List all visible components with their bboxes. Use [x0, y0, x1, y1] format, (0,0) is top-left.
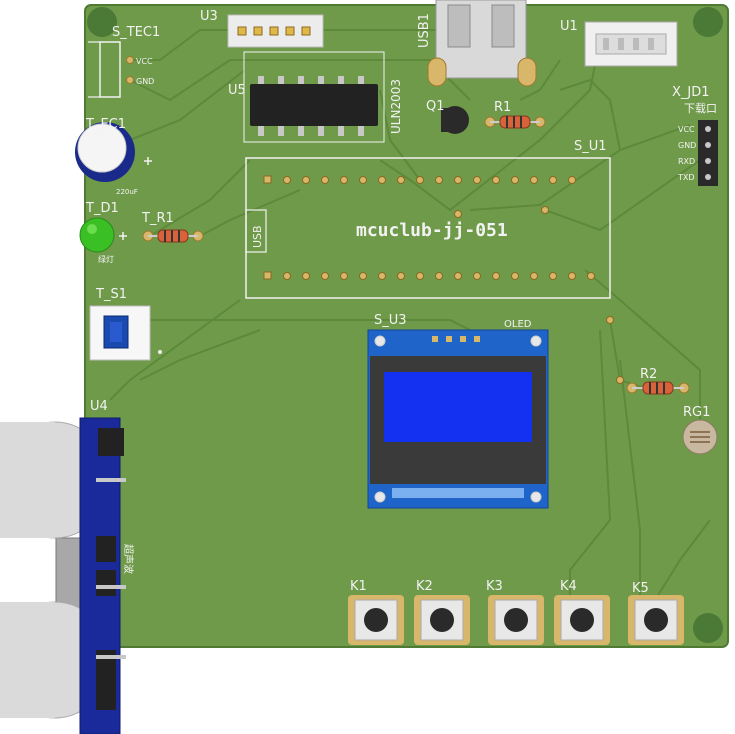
- r1-label: R1: [494, 100, 511, 115]
- s-tec1-outline: [99, 41, 121, 98]
- key-k1-label: K1: [350, 579, 367, 594]
- mount-hole-tr: [693, 7, 723, 37]
- s-u1-extra-vias: [454, 206, 549, 218]
- s-u3-label: S_U3: [374, 313, 407, 328]
- u1-label: U1: [560, 19, 578, 34]
- s-u1-pins-bottom: [263, 271, 595, 280]
- uln-label: ULN2003: [389, 79, 403, 134]
- u5-label: U5: [228, 83, 246, 98]
- mount-hole-tl: [87, 7, 117, 37]
- jd-pin-gnd: GND: [678, 141, 696, 150]
- jd-pin-rxd: RXD: [678, 157, 695, 166]
- key-k4-label: K4: [560, 579, 577, 594]
- u3-pins: [237, 26, 311, 36]
- key-k3-label: K3: [486, 579, 503, 594]
- mount-hole-br: [693, 613, 723, 643]
- ultrasonic-label: 超声波: [122, 544, 135, 574]
- x-jd1-label: X_JD1: [672, 85, 710, 100]
- jd-pin-txd: TXD: [677, 173, 695, 182]
- s-tec1-pad-1: [126, 56, 134, 64]
- u4-ultrasonic-sensor: [0, 417, 126, 734]
- x-jd1-header: [698, 120, 718, 186]
- t-d1-label: T_D1: [85, 201, 119, 216]
- s-tec1-pad-2: [126, 76, 134, 84]
- s-u1-label: S_U1: [574, 139, 607, 154]
- u3-label: U3: [200, 9, 218, 24]
- usb1-pad-right: [517, 57, 537, 87]
- jd-pin-vcc: VCC: [678, 125, 695, 134]
- gnd-label: GND: [136, 77, 154, 86]
- usb1-pad-left: [427, 57, 447, 87]
- oled-screen: [384, 372, 532, 442]
- u5-ic-body: [250, 84, 378, 126]
- led-note-label: 绿灯: [98, 254, 114, 264]
- key-k2[interactable]: [414, 595, 470, 645]
- t-r1-label: T_R1: [141, 211, 174, 226]
- board-title: mcuclub-jj-051: [356, 220, 508, 241]
- cap-value-label: 220uF: [116, 188, 138, 196]
- vcc-label: VCC: [136, 57, 153, 66]
- key-k2-label: K2: [416, 579, 433, 594]
- key-k5-label: K5: [632, 581, 649, 596]
- u5-pins-top: [258, 76, 364, 86]
- oled-label: OLED: [504, 319, 532, 330]
- u5-pins-bottom: [258, 126, 364, 136]
- usb1-label: USB1: [417, 13, 432, 48]
- t-ec1-label: T_EC1: [85, 117, 126, 132]
- q1-label: Q1: [426, 99, 445, 114]
- s-u1-usb-mark-box: [245, 209, 267, 253]
- key-k4[interactable]: [554, 595, 610, 645]
- t-s1-label: T_S1: [95, 287, 127, 302]
- s-tec1-label: S_TEC1: [112, 25, 160, 40]
- key-k5[interactable]: [628, 595, 684, 645]
- key-k1[interactable]: [348, 595, 404, 645]
- r2-label: R2: [640, 367, 657, 382]
- u5-outline: [243, 51, 385, 143]
- key-k3[interactable]: [488, 595, 544, 645]
- download-port-label: 下载口: [684, 102, 717, 115]
- u4-label: U4: [90, 399, 108, 414]
- t-d1-led: [79, 217, 115, 253]
- usb-mark-label: USB: [251, 225, 264, 248]
- s-u1-pins-top: [263, 175, 576, 184]
- rg1-label: RG1: [683, 405, 710, 420]
